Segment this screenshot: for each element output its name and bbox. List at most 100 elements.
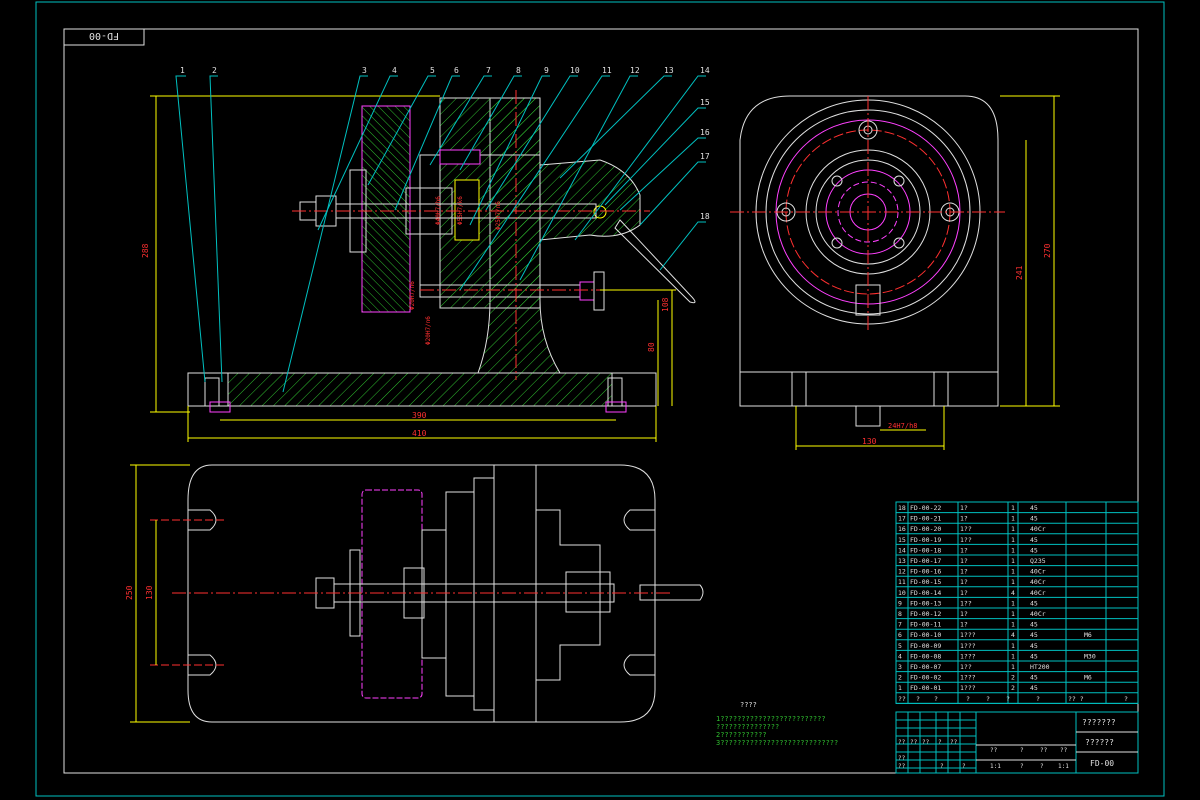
dim-side-key: 24H7/h8 <box>888 422 918 430</box>
bom-cell-mat: 45 <box>1030 546 1038 554</box>
bom-header-cell: ? <box>916 695 920 703</box>
bom-cell-mat: 45 <box>1030 674 1038 682</box>
bom-cell-note: M6 <box>1084 674 1092 682</box>
bom-cell-code: FD-00-16 <box>910 568 941 576</box>
tb-cell-3: ?? <box>922 739 930 746</box>
bom-header-cell: ?? ? <box>1068 695 1084 703</box>
code-box <box>63 28 145 46</box>
callout-10: 10 <box>570 66 580 75</box>
bom-cell-no: 9 <box>898 599 902 607</box>
bom-cell-qty: 1 <box>1011 610 1015 618</box>
callout-14: 14 <box>700 66 710 75</box>
callout-12: 12 <box>630 66 640 75</box>
callout-6: 6 <box>454 66 459 75</box>
bom-cell-no: 11 <box>898 578 906 586</box>
bom-cell-name: 1? <box>960 610 968 618</box>
top-view: 250 130 <box>125 464 704 723</box>
note-line-2: ??????????????? <box>716 723 779 731</box>
callout-15: 15 <box>700 98 710 107</box>
bom-cell-mat: 45 <box>1030 504 1038 512</box>
bom-cell-qty: 1 <box>1011 525 1015 533</box>
bom-cell-code: FD-00-10 <box>910 631 941 639</box>
bom-cell-code: FD-00-19 <box>910 536 941 544</box>
callout-2: 2 <box>212 66 217 75</box>
bom-cell-code: FD-00-02 <box>910 674 941 682</box>
bom-cell-mat: 45 <box>1030 536 1038 544</box>
dim-side-height-outer: 270 <box>1043 243 1052 258</box>
note-line-3: 2??????????? <box>716 731 767 739</box>
bom-cell-mat: 45 <box>1030 631 1038 639</box>
dim-top-inner: 130 <box>145 585 154 600</box>
bom-cell-name: 1? <box>960 557 968 565</box>
bom-cell-code: FD-00-11 <box>910 621 941 629</box>
bom-cell-name: 1??? <box>960 652 976 660</box>
outer-border <box>35 1 1165 797</box>
tb-cell-7: ?? <box>898 763 906 770</box>
callout-4: 4 <box>392 66 397 75</box>
bom-cell-name: 1?? <box>960 599 972 607</box>
bom-cell-qty: 1 <box>1011 642 1015 650</box>
dim-front-width-inner: 390 <box>412 411 427 420</box>
dim-front-h1: 108 <box>661 297 670 312</box>
bom-cell-mat: 40Cr <box>1030 568 1046 576</box>
bom-cell-code: FD-00-08 <box>910 652 941 660</box>
tb-cell-16: ? <box>940 763 944 770</box>
bom-cell-name: 1?? <box>960 525 972 533</box>
bom-header-cell: ? <box>1124 695 1128 703</box>
bom-cell-mat: 45 <box>1030 642 1038 650</box>
bom-cell-name: 1??? <box>960 642 976 650</box>
bom-cell-qty: 4 <box>1011 589 1015 597</box>
bom-cell-qty: 1 <box>1011 663 1015 671</box>
inner-border <box>63 28 1139 774</box>
technical-notes: ???? 1????????????????????????? ????????… <box>716 701 838 747</box>
callout-18: 18 <box>700 212 710 221</box>
bom-cell-mat: 40Cr <box>1030 525 1046 533</box>
bom-cell-qty: 1 <box>1011 568 1015 576</box>
bom-cell-name: 1? <box>960 568 968 576</box>
callout-9: 9 <box>544 66 549 75</box>
callout-13: 13 <box>664 66 674 75</box>
tb-cell-13: ?? <box>1040 747 1048 754</box>
bom-cell-name: 1?? <box>960 663 972 671</box>
bom-cell-name: 1? <box>960 589 968 597</box>
bom-cell-qty: 1 <box>1011 504 1015 512</box>
bom-cell-code: FD-00-21 <box>910 515 941 523</box>
tb-cell-15: 1:1 <box>1058 763 1069 770</box>
bom-cell-qty: 1 <box>1011 578 1015 586</box>
bom-cell-code: FD-00-20 <box>910 525 941 533</box>
bom-cell-no: 10 <box>898 589 906 597</box>
bom-cell-name: 1??? <box>960 684 976 692</box>
title-line-1: ??????? <box>1082 718 1116 727</box>
bom-cell-code: FD-00-18 <box>910 546 941 554</box>
notes-title: ???? <box>740 701 757 709</box>
bom-cell-no: 8 <box>898 610 902 618</box>
tb-cell-2: ?? <box>910 739 918 746</box>
bom-cell-no: 18 <box>898 504 906 512</box>
bom-cell-no: 12 <box>898 568 906 576</box>
bom-cell-code: FD-00-17 <box>910 557 941 565</box>
bom-cell-no: 17 <box>898 515 906 523</box>
bom-cell-no: 15 <box>898 536 906 544</box>
tb-cell-5: ?? <box>950 739 958 746</box>
bom-cell-mat: 45 <box>1030 684 1038 692</box>
bom-cell-mat: HT200 <box>1030 663 1050 671</box>
callout-16: 16 <box>700 128 710 137</box>
dim-front-height: 288 <box>141 243 150 258</box>
bom-cell-no: 16 <box>898 525 906 533</box>
tb-cell-6: ?? <box>898 755 906 762</box>
tb-cell-14: ?? <box>1060 747 1068 754</box>
bom-cell-note: M6 <box>1084 631 1092 639</box>
bom-cell-name: 1? <box>960 578 968 586</box>
bom-cell-name: 1? <box>960 504 968 512</box>
callout-7: 7 <box>486 66 491 75</box>
bom-cell-qty: 1 <box>1011 652 1015 660</box>
bom-cell-no: 4 <box>898 652 902 660</box>
bom-cell-code: FD-00-12 <box>910 610 941 618</box>
bom-cell-no: 6 <box>898 631 902 639</box>
tb-cell-11: ?? <box>990 747 998 754</box>
bom-cell-mat: 45 <box>1030 599 1038 607</box>
callout-8: 8 <box>516 66 521 75</box>
bom-cell-name: 1? <box>960 621 968 629</box>
base-plate <box>187 372 657 407</box>
